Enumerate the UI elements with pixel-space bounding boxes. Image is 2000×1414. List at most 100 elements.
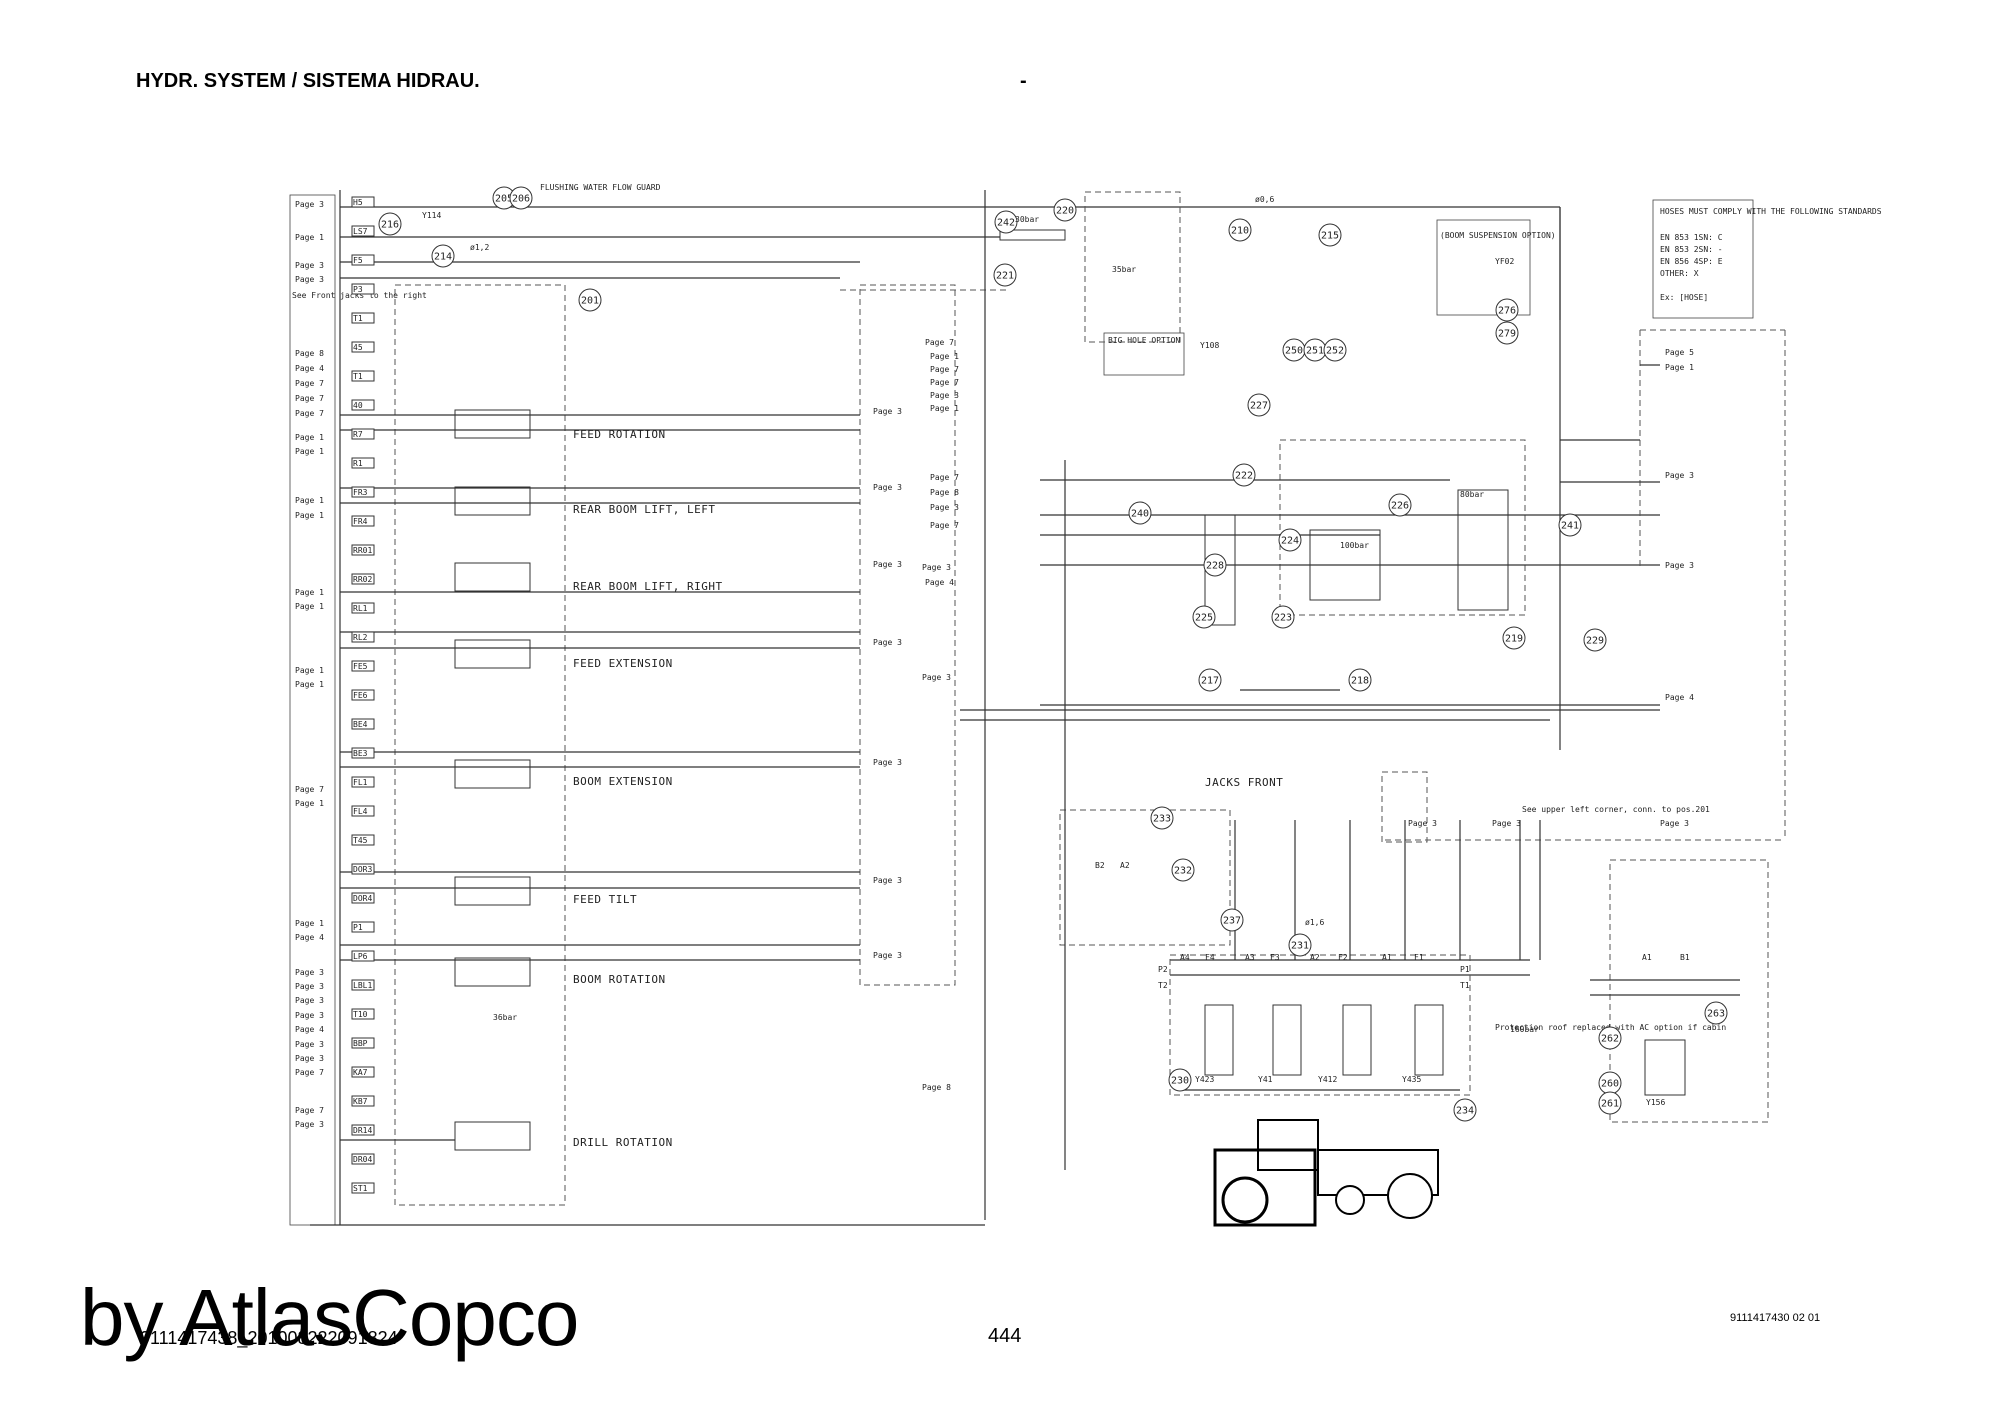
callout-circle bbox=[1388, 493, 1412, 517]
valve-section-4 bbox=[340, 631, 860, 669]
hose-tag-box bbox=[351, 1182, 375, 1194]
callout-number: 216 bbox=[381, 220, 399, 231]
valve-code: Y435 bbox=[1402, 1075, 1421, 1084]
hoses-row-4: OTHER: X bbox=[1660, 269, 1699, 278]
left-page-ref: Page 1 bbox=[295, 919, 324, 928]
hose-tag-box bbox=[351, 979, 375, 991]
mid-page-ref: Page 7 bbox=[930, 378, 959, 387]
hose-tag: FR3 bbox=[353, 488, 368, 497]
right-page-ref: Page 3 bbox=[1660, 819, 1689, 828]
valve-section-3 bbox=[340, 562, 860, 593]
hoses-example: Ex: [HOSE] bbox=[1660, 293, 1708, 302]
hose-tag-box bbox=[351, 515, 375, 527]
left-page-ref: Page 3 bbox=[295, 968, 324, 977]
valve-section-5 bbox=[340, 751, 860, 789]
file-id: 9111417438_201008222091824 bbox=[140, 1328, 398, 1348]
hose-tag: H5 bbox=[353, 198, 363, 207]
hose-tag-box bbox=[351, 370, 375, 382]
hoses-row-2: EN 853 2SN: - bbox=[1660, 245, 1723, 254]
mid-page-ref: Page 3 bbox=[930, 391, 959, 400]
port-label: T1 bbox=[1460, 981, 1470, 990]
callout-number: 234 bbox=[1456, 1106, 1474, 1117]
left-page-ref: Page 3 bbox=[295, 1054, 324, 1063]
valve-code: Y423 bbox=[1195, 1075, 1214, 1084]
label-big-hole: BIG HOLE OPTION bbox=[1108, 336, 1180, 345]
hose-tag-box bbox=[351, 457, 375, 469]
label-boom-suspension: (BOOM SUSPENSION OPTION) bbox=[1440, 231, 1556, 240]
callout-circle bbox=[1583, 628, 1607, 652]
hose-tag-box bbox=[351, 254, 375, 266]
port-label: T2 bbox=[1158, 981, 1168, 990]
label-boom-rotation: BOOM ROTATION bbox=[573, 973, 666, 986]
mid-page-ref: Page 3 bbox=[873, 560, 902, 569]
callout-circle bbox=[1192, 605, 1216, 629]
big-hole-box bbox=[1103, 332, 1185, 376]
callout-number: 225 bbox=[1195, 613, 1213, 624]
callout-number: 228 bbox=[1206, 561, 1224, 572]
left-page-ref: Page 4 bbox=[295, 933, 324, 942]
hoses-standards-box: HOSES MUST COMPLY WITH THE FOLLOWING STA… bbox=[1652, 199, 1882, 319]
hose-tag: DR14 bbox=[353, 1126, 372, 1135]
pressure-label: 160bar bbox=[1510, 1025, 1539, 1034]
mid-page-ref: Page 1 bbox=[930, 404, 959, 413]
hose-tag: LP6 bbox=[353, 952, 368, 961]
mid-page-ref: Page 4 bbox=[925, 578, 954, 587]
pressure-label: 30bar bbox=[1015, 215, 1039, 224]
hose-tag-box bbox=[351, 950, 375, 962]
valve-code: YF02 bbox=[1495, 257, 1514, 266]
port-label: A1 bbox=[1382, 953, 1392, 962]
left-page-ref: Page 3 bbox=[295, 1040, 324, 1049]
left-page-ref: Page 1 bbox=[295, 602, 324, 611]
port-label: F4 bbox=[1205, 953, 1215, 962]
mid-page-ref: Page 3 bbox=[922, 563, 951, 572]
callout-number: 214 bbox=[434, 252, 452, 263]
label-rear-boom-left: REAR BOOM LIFT, LEFT bbox=[573, 503, 715, 516]
port-label: F2 bbox=[1338, 953, 1348, 962]
callout-circle bbox=[1128, 501, 1152, 525]
left-hose-tags: H5LS7F5P3T145T140R7R1FR3FR4RR01RR02RL1RL… bbox=[351, 196, 375, 1194]
hose-tag: RL1 bbox=[353, 604, 368, 613]
callout-number: 232 bbox=[1174, 866, 1192, 877]
hose-tag-box bbox=[351, 1008, 375, 1020]
hose-tag-box bbox=[351, 1095, 375, 1107]
callout-circle bbox=[1171, 858, 1195, 882]
watermark: by AtlasCopco bbox=[80, 1273, 579, 1362]
hose-tag: R1 bbox=[353, 459, 363, 468]
callout-number: 219 bbox=[1505, 634, 1523, 645]
label-boom-extension: BOOM EXTENSION bbox=[573, 775, 673, 788]
right-page-ref: Page 5 bbox=[1665, 348, 1694, 357]
valve-section-7 bbox=[340, 944, 860, 987]
hose-tag-box bbox=[351, 718, 375, 730]
hose-tag-box bbox=[351, 805, 375, 817]
left-page-ref: Page 1 bbox=[295, 496, 324, 505]
callout-number: 224 bbox=[1281, 536, 1299, 547]
callout-circle bbox=[1198, 668, 1222, 692]
valve-209-box bbox=[1084, 191, 1181, 343]
left-page-ref: Page 3 bbox=[295, 200, 324, 209]
callout-number: 262 bbox=[1601, 1034, 1619, 1045]
hose-tag-box bbox=[351, 544, 375, 556]
valve-code: Y156 bbox=[1646, 1098, 1665, 1107]
left-page-ref: Page 4 bbox=[295, 364, 324, 373]
mid-page-ref: Page 7 bbox=[930, 473, 959, 482]
hose-tag-box bbox=[351, 776, 375, 788]
hose-tag: BE4 bbox=[353, 720, 368, 729]
port-label: B1 bbox=[1680, 953, 1690, 962]
callout-circle bbox=[1495, 321, 1519, 345]
callout-number: 263 bbox=[1707, 1009, 1725, 1020]
port-label: A3 bbox=[1245, 953, 1255, 962]
hose-tag: FL4 bbox=[353, 807, 368, 816]
callout-circle bbox=[1288, 933, 1312, 957]
hose-tag: KA7 bbox=[353, 1068, 368, 1077]
left-page-ref: Page 4 bbox=[295, 1025, 324, 1034]
left-page-ref: Page 1 bbox=[295, 433, 324, 442]
right-page-ref: Page 3 bbox=[1665, 471, 1694, 480]
mid-page-ref: Page 3 bbox=[873, 876, 902, 885]
right-page-ref: Page 1 bbox=[1665, 363, 1694, 372]
hose-tag: LS7 bbox=[353, 227, 368, 236]
valve-code: ø0,6 bbox=[1255, 195, 1274, 204]
port-label: P2 bbox=[1158, 965, 1168, 974]
valve-section-1 bbox=[340, 409, 860, 439]
